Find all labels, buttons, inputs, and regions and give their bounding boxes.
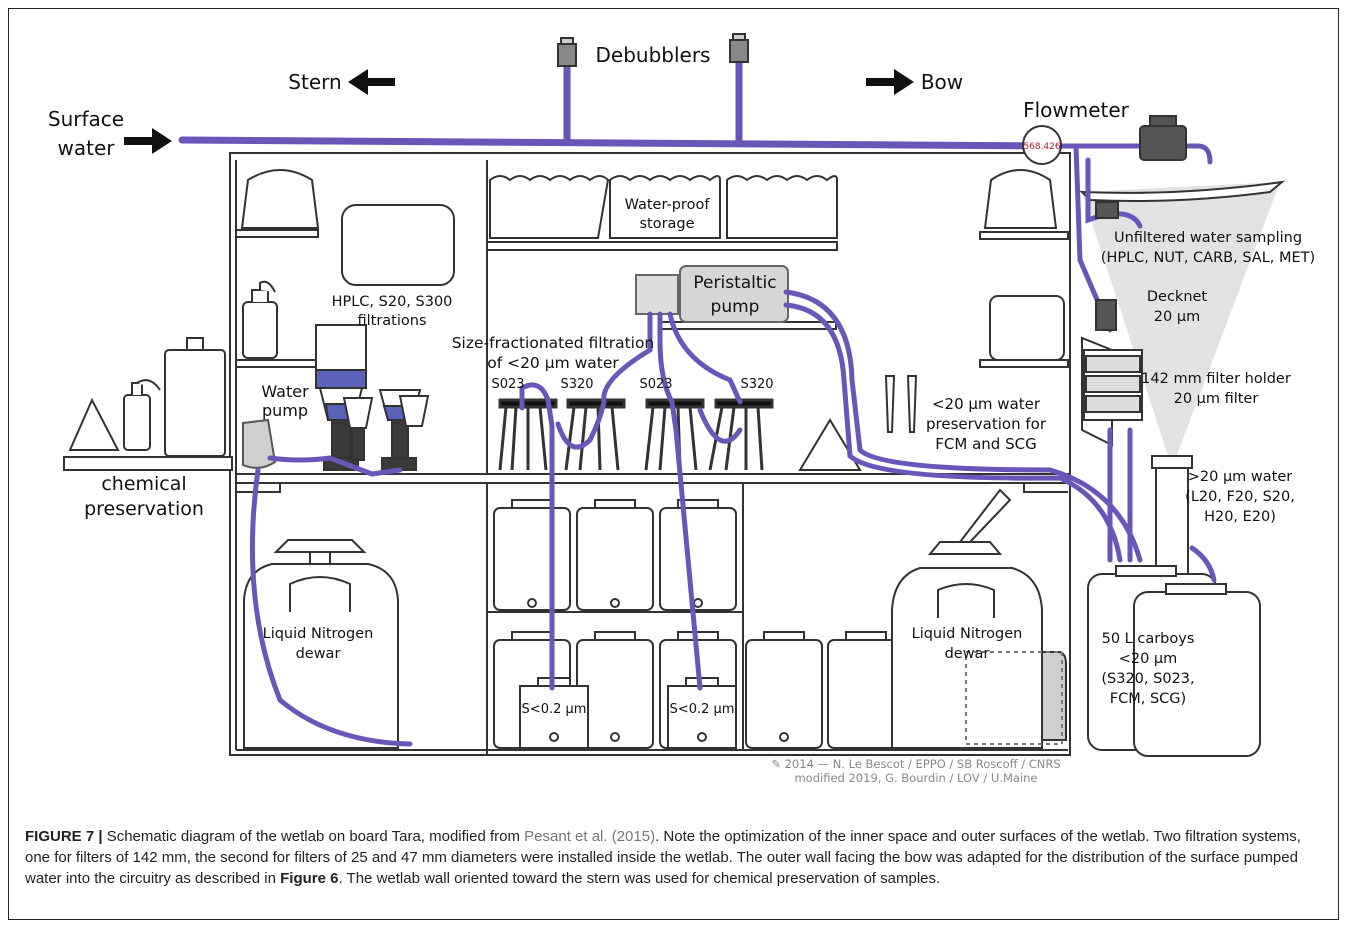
size-fractionated-label-2: of <20 µm water [487, 354, 619, 372]
water-pump-label: Water [261, 382, 309, 401]
unfiltered-sampling-label-2: (HPLC, NUT, CARB, SAL, MET) [1101, 250, 1315, 266]
preservation-fcm-label-2: preservation for [926, 415, 1047, 433]
liquid-nitrogen-dewars [243, 488, 1067, 749]
figure-frame [8, 8, 1339, 920]
waterproof-storage-label-2: storage [639, 216, 694, 232]
chemical-preservation-label: chemical [101, 473, 186, 495]
caption-text-2: . Note the optimization of the inner spa… [25, 828, 1301, 887]
caption-text-3: . The wetlab wall oriented toward the st… [338, 870, 941, 887]
wetlab-diagram: 568.426 Surface water Stern Debubblers B… [48, 33, 1315, 785]
carboys-50l [1087, 565, 1261, 757]
carboys-label: 50 L carboys [1102, 631, 1195, 647]
unfiltered-sampling-label: Unfiltered water sampling [1114, 230, 1302, 246]
water-pipes [178, 58, 1217, 747]
chemical-preservation-equipment [68, 337, 226, 457]
waterproof-storage-boxes [489, 175, 838, 239]
filter-label-s023-a: S023 [491, 377, 524, 392]
decknet-label-2: 20 µm [1154, 309, 1200, 325]
wash-bottle-icon [242, 280, 278, 359]
flowmeter-icon [1022, 125, 1062, 165]
flowmeter-label: Flowmeter [1023, 98, 1130, 122]
chemical-preservation-label-2: preservation [84, 498, 204, 520]
filter-holder-label-2: 20 µm filter [1174, 391, 1259, 407]
ln2-dewar-left-label: Liquid Nitrogen [263, 626, 374, 642]
peristaltic-pump-label-2: pump [711, 297, 760, 317]
filter-label-s023-b: S023 [639, 377, 672, 392]
carboys-label-3: (S320, S023, [1101, 671, 1194, 687]
valves-and-fittings [557, 33, 1187, 331]
water-pump-label-2: pump [262, 401, 308, 420]
peristaltic-pump-label: Peristaltic [693, 273, 776, 293]
bow-label: Bow [921, 70, 963, 94]
surface-water-label: Surface [48, 107, 124, 131]
peristaltic-pump-icon [635, 265, 789, 323]
surface-water-arrow-icon [124, 128, 172, 154]
stern-label: Stern [288, 70, 341, 94]
figure-caption: FIGURE 7 | Schematic diagram of the wetl… [25, 826, 1325, 889]
ln2-dewar-right-label: Liquid Nitrogen [912, 626, 1023, 642]
ln2-dewar-right-label-2: dewar [945, 646, 990, 662]
size-fractionated-label: Size-fractionated filtration [452, 334, 655, 352]
gt20-water-label-2: (L20, F20, S20, [1185, 489, 1295, 505]
debubblers-label: Debubblers [596, 43, 711, 67]
filter-holder-label: 142 mm filter holder [1141, 371, 1291, 387]
caption-figure6-link[interactable]: Figure 6 [280, 870, 339, 887]
ln2-dewar-left-label-2: dewar [296, 646, 341, 662]
hplc-filtrations-label: HPLC, S20, S300 [332, 294, 453, 310]
lower-containers [493, 499, 905, 749]
stern-arrow-icon [348, 69, 395, 95]
filter-label-s320-b: S320 [740, 377, 773, 392]
gt20-water-label: >20 µm water [1188, 469, 1293, 485]
hplc-filtrations-label-2: filtrations [357, 313, 426, 329]
waterproof-storage-label: Water-proof [625, 197, 711, 213]
caption-text-1: Schematic diagram of the wetlab on board… [102, 828, 525, 845]
carboys-label-4: FCM, SCG) [1110, 691, 1186, 707]
caption-figure-label: FIGURE 7 | [25, 828, 103, 845]
water-pump-icon [242, 418, 277, 469]
gt20-water-label-3: H20, E20) [1204, 509, 1276, 525]
s02-left-label: S<0.2 µm [522, 702, 587, 717]
caption-reference-link[interactable]: Pesant et al. (2015) [524, 828, 656, 845]
surface-water-label-2: water [58, 136, 116, 160]
credit-line-2: modified 2019, G. Bourdin / LOV / U.Main… [794, 771, 1037, 785]
pipettes-icon [798, 375, 918, 471]
credit-line-1: ✎ 2014 — N. Le Bescot / EPPO / SB Roscof… [771, 757, 1060, 771]
preservation-fcm-label: <20 µm water [932, 395, 1041, 413]
decknet-assembly [1079, 180, 1286, 577]
bow-arrow-icon [866, 69, 914, 95]
direction-arrows [124, 69, 914, 154]
carboys-label-2: <20 µm [1119, 651, 1178, 667]
decknet-label: Decknet [1147, 289, 1208, 305]
shelf-containers [240, 169, 1065, 361]
flowmeter-reading: 568.426 [1023, 142, 1060, 152]
preservation-fcm-label-3: FCM and SCG [935, 435, 1036, 453]
filter-label-s320-a: S320 [560, 377, 593, 392]
s02-right-label: S<0.2 µm [670, 702, 735, 717]
